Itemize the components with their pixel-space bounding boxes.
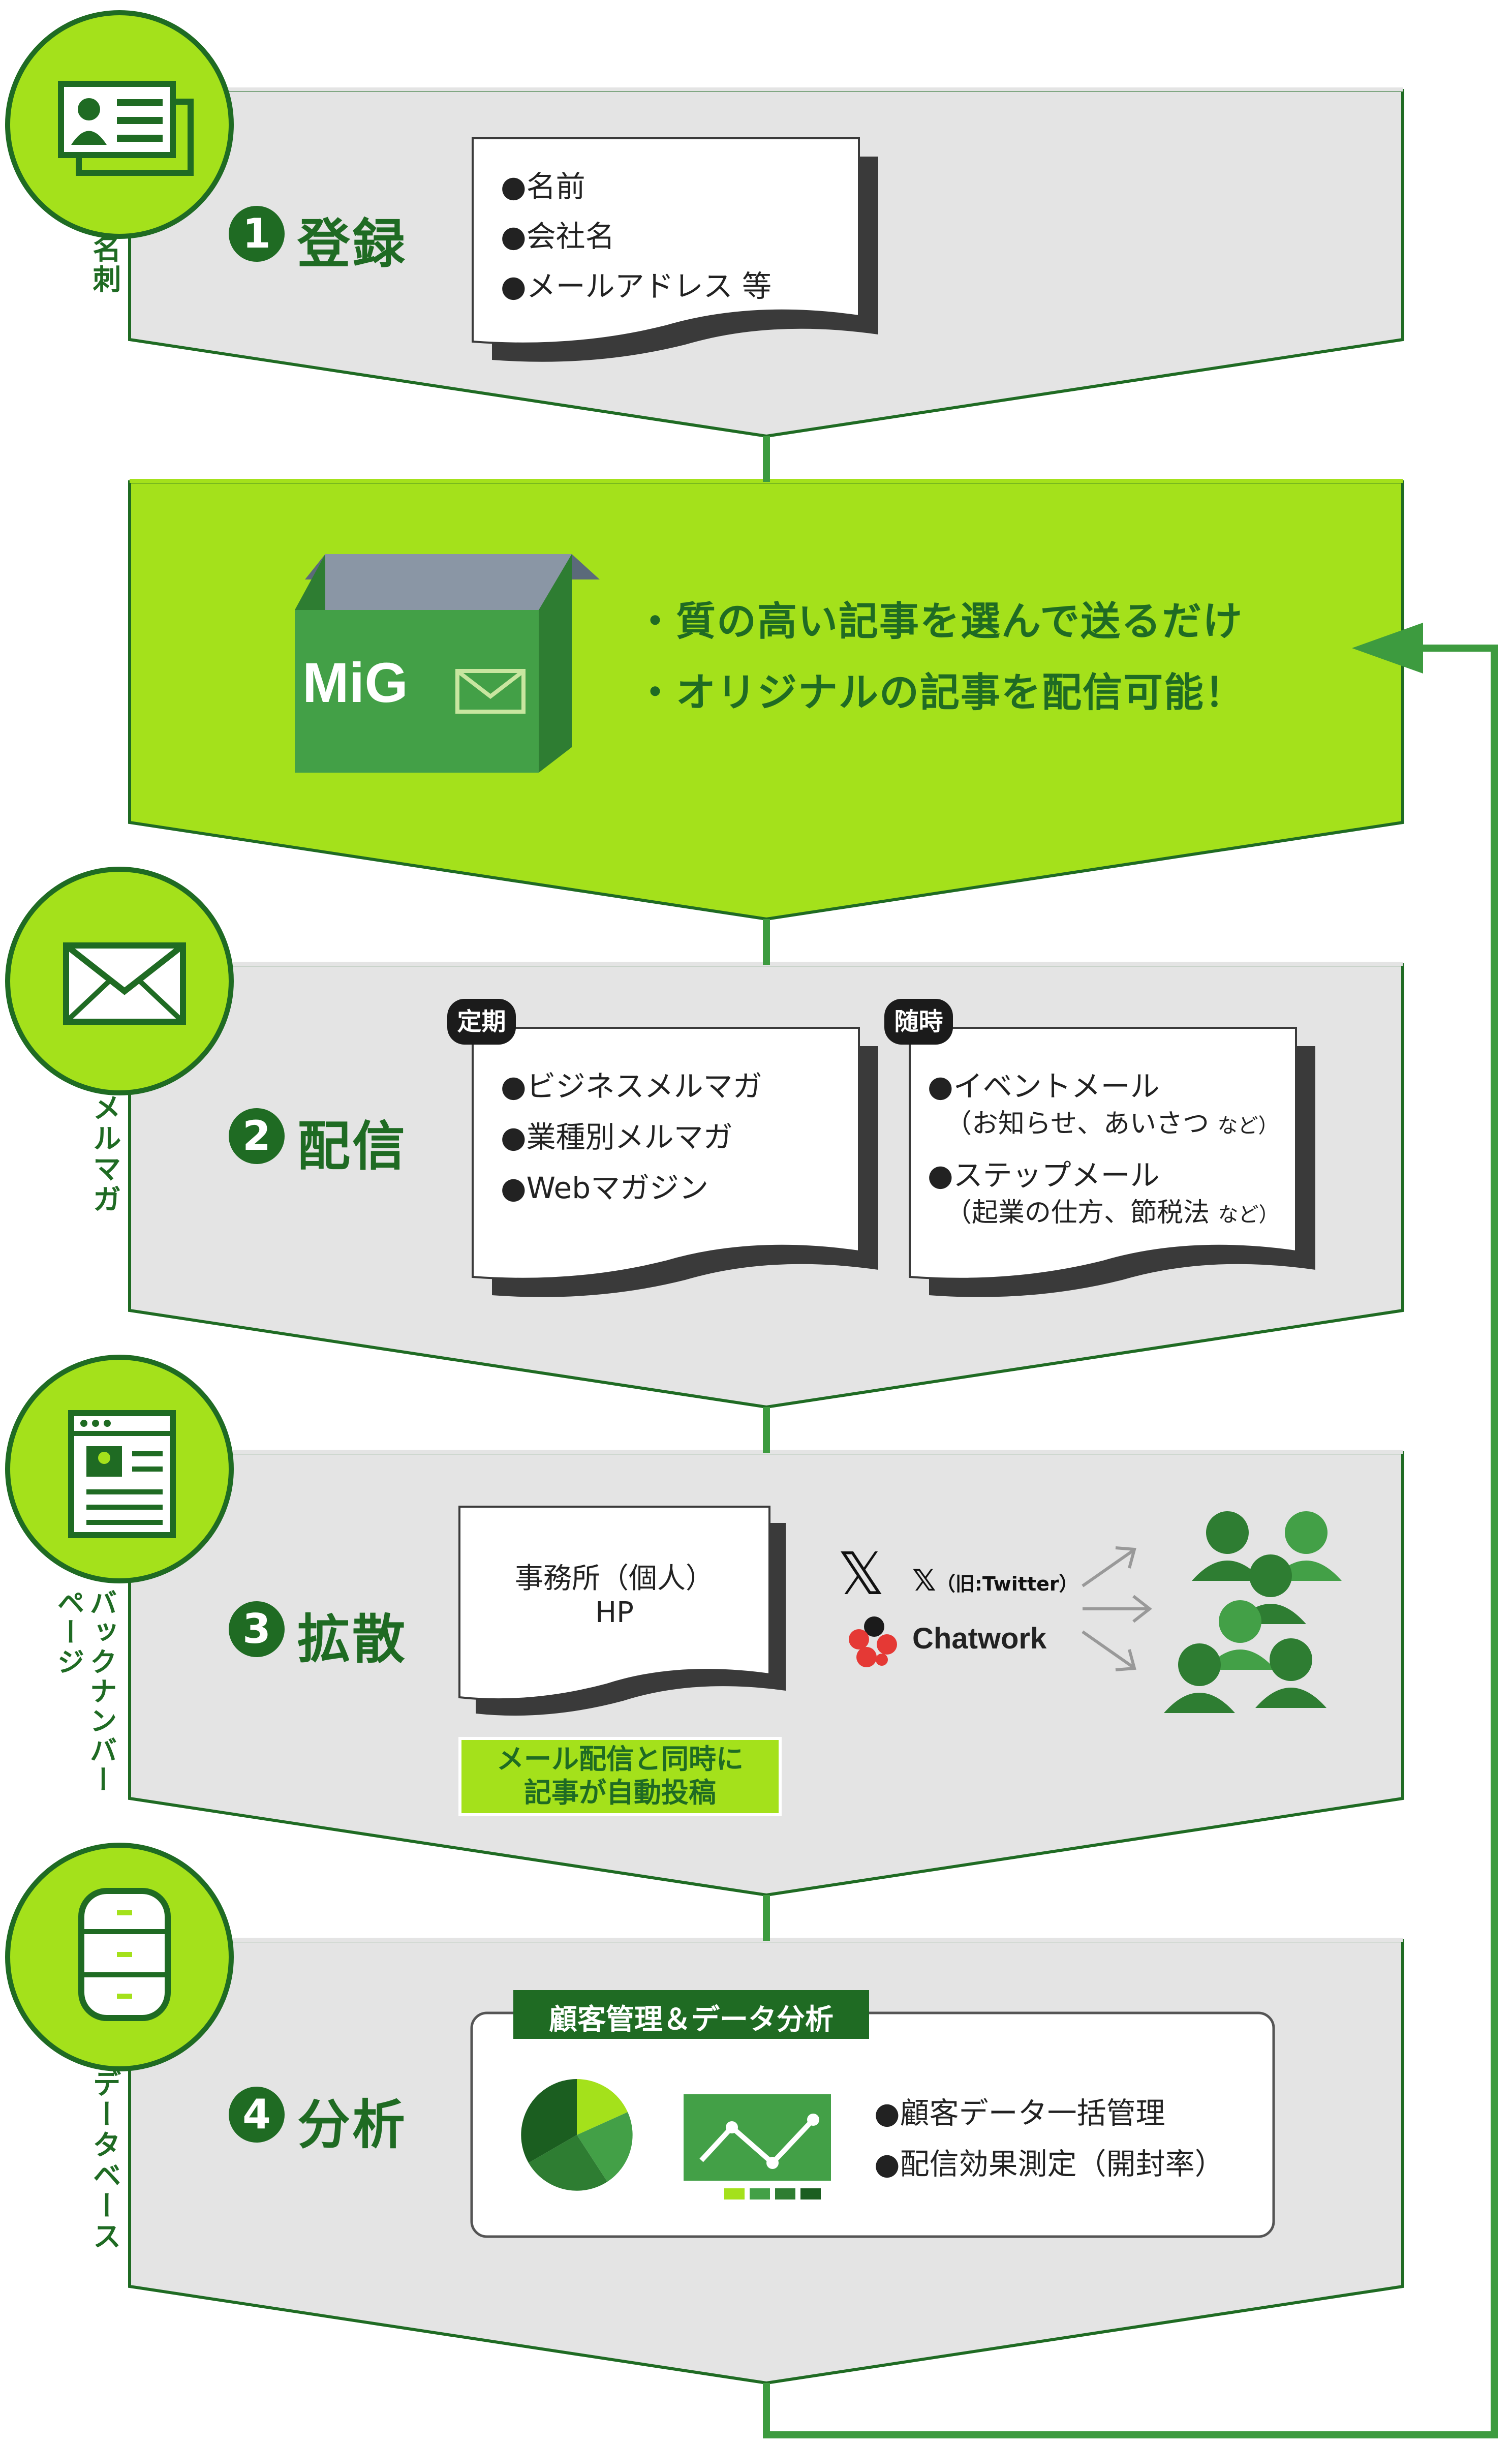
register-item-3: ●メールアドレス 等 [501,269,772,303]
analysis-tag: 顧客管理＆データ分析 [549,2003,834,2036]
mig-headline-1: ・質の高い記事を選んで送るだけ [635,599,1244,645]
auto-post-line-2: 記事が自動投稿 [524,1777,716,1809]
adhoc-item-2: ●ステップメール [928,1158,1160,1193]
adhoc-item-1-sub-text: （お知らせ、あいさつ [945,1109,1209,1139]
auto-post-text: メール配信と同時に 記事が自動投稿 [460,1743,780,1810]
regular-item-3: ●Webマガジン [501,1171,709,1205]
analysis-item-2: ●配信効果測定（開封率） [874,2147,1224,2181]
x-logo-small-icon: 𝕏 [912,1563,936,1598]
hp-line-1: 事務所（個人） [515,1562,714,1595]
adhoc-item-2-sub-small: など） [1218,1203,1279,1227]
regular-document [472,1027,878,1297]
step-number-3: 3 [229,1601,285,1657]
register-item-2: ●会社名 [501,219,615,254]
x-platform-label: 𝕏（旧:Twitter） [912,1563,1078,1598]
hp-document [458,1506,786,1716]
step-number-4: 4 [229,2087,285,2143]
chatwork-logo-icon [849,1616,897,1667]
hp-line-2: HP [595,1596,634,1629]
adhoc-item-1: ●イベントメール [928,1069,1160,1104]
x-old-name: （旧:Twitter） [936,1573,1078,1595]
step-title-1: 登録 [297,213,408,275]
mig-box [295,554,600,773]
side-label-3: バックナンバーページ [52,1588,117,1795]
regular-tag: 定期 [447,999,516,1045]
card-icon-circle [5,10,234,239]
pie-chart-icon [521,2079,633,2191]
register-document [472,137,878,362]
adhoc-tag: 随時 [884,999,953,1045]
analysis-tag-box [513,1990,869,2039]
step-number-1: 1 [229,206,285,262]
side-label-1: 名刺 [88,234,121,295]
regular-item-1: ●ビジネスメルマガ [501,1069,762,1104]
step-number-2: 2 [229,1108,285,1164]
side-label-4: データベース [88,2069,121,2252]
mig-headline-2: ・オリジナルの記事を配信可能！ [635,670,1246,716]
mig-logo-text: MiG [302,652,408,714]
adhoc-document [909,1027,1315,1297]
chatwork-label: Chatwork [912,1622,1047,1655]
step-title-4: 分析 [297,2094,408,2156]
mail-icon-circle [5,867,234,1095]
spread-arrows [1082,1546,1152,1671]
adhoc-item-1-sub: （お知らせ、あいさつ など） [945,1102,1279,1140]
feedback-arrowhead [1352,623,1423,674]
auto-post-box [458,1737,782,1816]
side-label-2: メルマガ [88,1093,121,1215]
step-title-3: 拡散 [297,1608,408,1670]
adhoc-item-1-sub-small: など） [1217,1114,1279,1138]
database-icon-circle [5,1843,234,2071]
analysis-item-1: ●顧客データ一括管理 [874,2096,1165,2130]
x-logo-big-icon: 𝕏 [838,1540,885,1608]
line-chart-icon [684,2094,831,2199]
analysis-panel [470,2011,1275,2238]
adhoc-item-2-sub: （起業の仕方、節税法 など） [945,1191,1279,1229]
auto-post-line-1: メール配信と同時に [497,1743,744,1775]
audience-people-icon [1164,1511,1342,1713]
adhoc-item-2-sub-text: （起業の仕方、節税法 [945,1198,1210,1228]
register-item-1: ●名前 [501,169,585,204]
regular-item-2: ●業種別メルマガ [501,1120,733,1154]
webpage-icon-circle [5,1355,234,1583]
step-title-2: 配信 [297,1115,408,1177]
feedback-loop-line [763,645,1498,2438]
